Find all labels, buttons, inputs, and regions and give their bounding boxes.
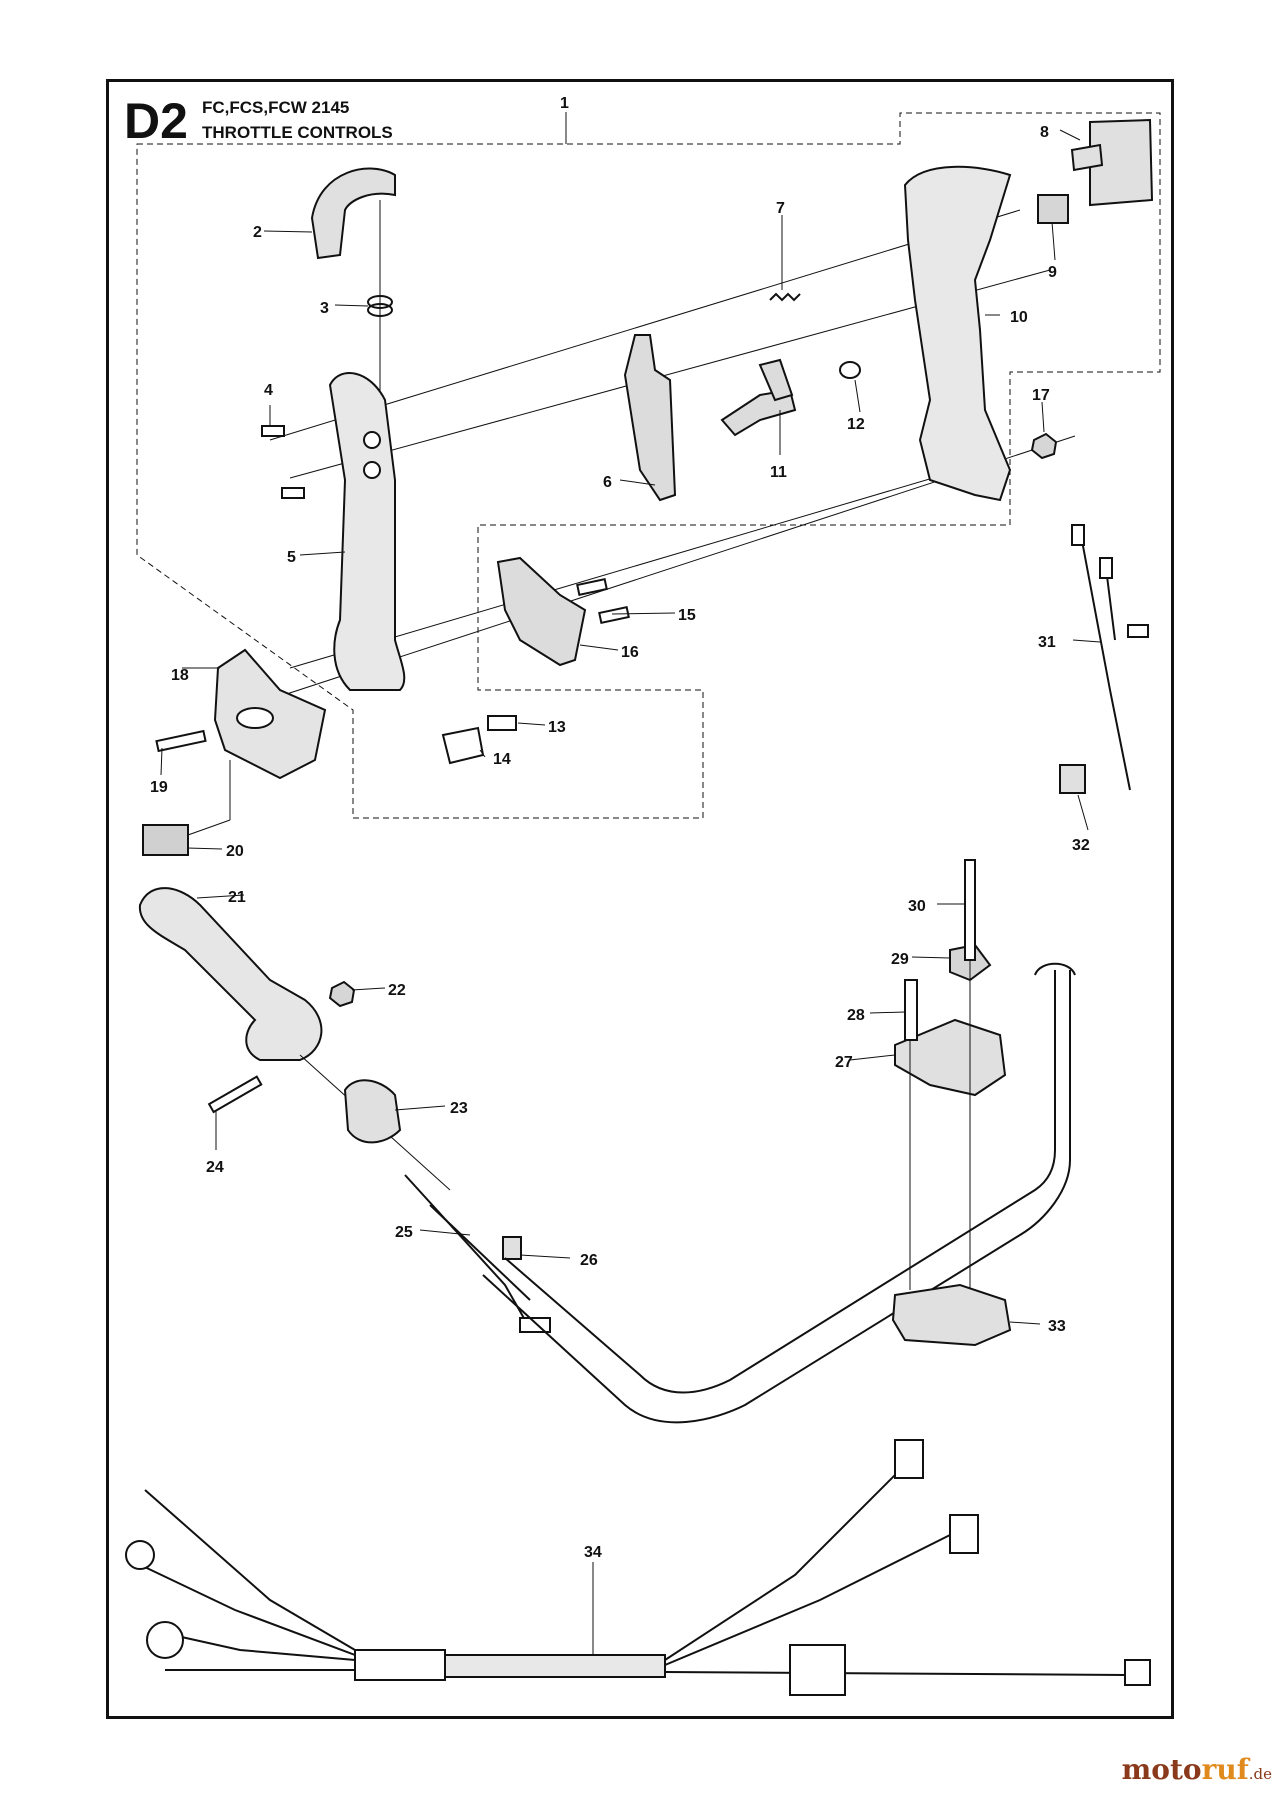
part-10-handle-half (903, 165, 1012, 502)
part-7-spring (769, 292, 801, 302)
section-title: THROTTLE CONTROLS (202, 123, 393, 142)
part-31-wire (1071, 524, 1149, 791)
part-23-knob (343, 1079, 402, 1144)
callout-29: 29 (891, 951, 909, 968)
part-22-nut (328, 980, 356, 1008)
callout-26: 26 (580, 1252, 598, 1269)
callout-9: 9 (1048, 264, 1057, 281)
callout-12: 12 (847, 416, 865, 433)
part-16-bracket (496, 556, 587, 667)
callout-11: 11 (770, 464, 787, 481)
part-34-wire-harness (125, 1439, 1151, 1696)
callout-18: 18 (171, 667, 189, 684)
callout-1: 1 (560, 95, 569, 112)
callout-8: 8 (1040, 124, 1049, 141)
callout-10: 10 (1010, 309, 1028, 326)
callout-28: 28 (847, 1007, 865, 1024)
callout-30: 30 (908, 898, 926, 915)
callout-3: 3 (320, 300, 329, 317)
callout-14: 14 (493, 751, 511, 768)
part-26-clip (502, 1236, 522, 1260)
watermark-logo: motoruf.de (1121, 1753, 1272, 1786)
callout-numbers: 1 2 3 4 5 6 7 8 9 10 11 12 13 14 15 16 1… (150, 95, 1090, 1561)
part-6-lock-lever (623, 334, 677, 502)
callout-34: 34 (584, 1544, 602, 1561)
part-15-screws (576, 578, 630, 624)
callout-25: 25 (395, 1224, 413, 1241)
callout-23: 23 (450, 1100, 468, 1117)
callout-24: 24 (206, 1159, 224, 1176)
part-24-screw (207, 1075, 263, 1114)
callout-16: 16 (621, 644, 639, 661)
part-30-bolt (964, 859, 976, 961)
part-13-screw (487, 715, 517, 731)
part-17-nut (1030, 432, 1058, 460)
callout-21: 21 (228, 889, 246, 906)
diagram-frame (106, 79, 1174, 1719)
callout-7: 7 (776, 200, 785, 217)
callout-4: 4 (264, 382, 273, 399)
callout-6: 6 (603, 474, 612, 491)
part-32-clip (1059, 764, 1086, 794)
model-list: FC,FCS,FCW 2145 (202, 98, 350, 117)
callout-leaders (160, 129, 1101, 1655)
callout-27: 27 (835, 1054, 853, 1071)
callout-22: 22 (388, 982, 406, 999)
part-3-spring (367, 295, 393, 317)
part-12-spring (839, 361, 861, 379)
callout-2: 2 (253, 224, 262, 241)
part-25-cable (404, 1174, 551, 1333)
part-19-screw (155, 729, 207, 753)
part-9-nut (1037, 194, 1069, 224)
callout-31: 31 (1038, 634, 1056, 651)
diagram-code: D2 (124, 93, 188, 149)
part-5-handle-half (328, 372, 406, 691)
callout-32: 32 (1072, 837, 1090, 854)
part-33-clamp (891, 1283, 1012, 1347)
part-4-screws (261, 425, 305, 499)
part-14-plate (441, 726, 485, 765)
callout-15: 15 (678, 607, 696, 624)
handle-tube (482, 962, 1076, 1424)
part-11-stop-switch (720, 358, 797, 437)
callout-5: 5 (287, 549, 296, 566)
assembly-outline-1 (136, 112, 1161, 819)
part-18-cover (213, 648, 327, 780)
part-28-screw (904, 979, 918, 1041)
callout-33: 33 (1048, 1318, 1066, 1335)
part-8-handle-guard (1070, 118, 1154, 207)
part-27-clamp (894, 1018, 1007, 1097)
callout-19: 19 (150, 779, 168, 796)
callout-20: 20 (226, 843, 244, 860)
part-20-switch (142, 824, 189, 856)
callout-17: 17 (1032, 387, 1050, 404)
callout-13: 13 (548, 719, 566, 736)
part-21-handle-grip (138, 887, 323, 1061)
